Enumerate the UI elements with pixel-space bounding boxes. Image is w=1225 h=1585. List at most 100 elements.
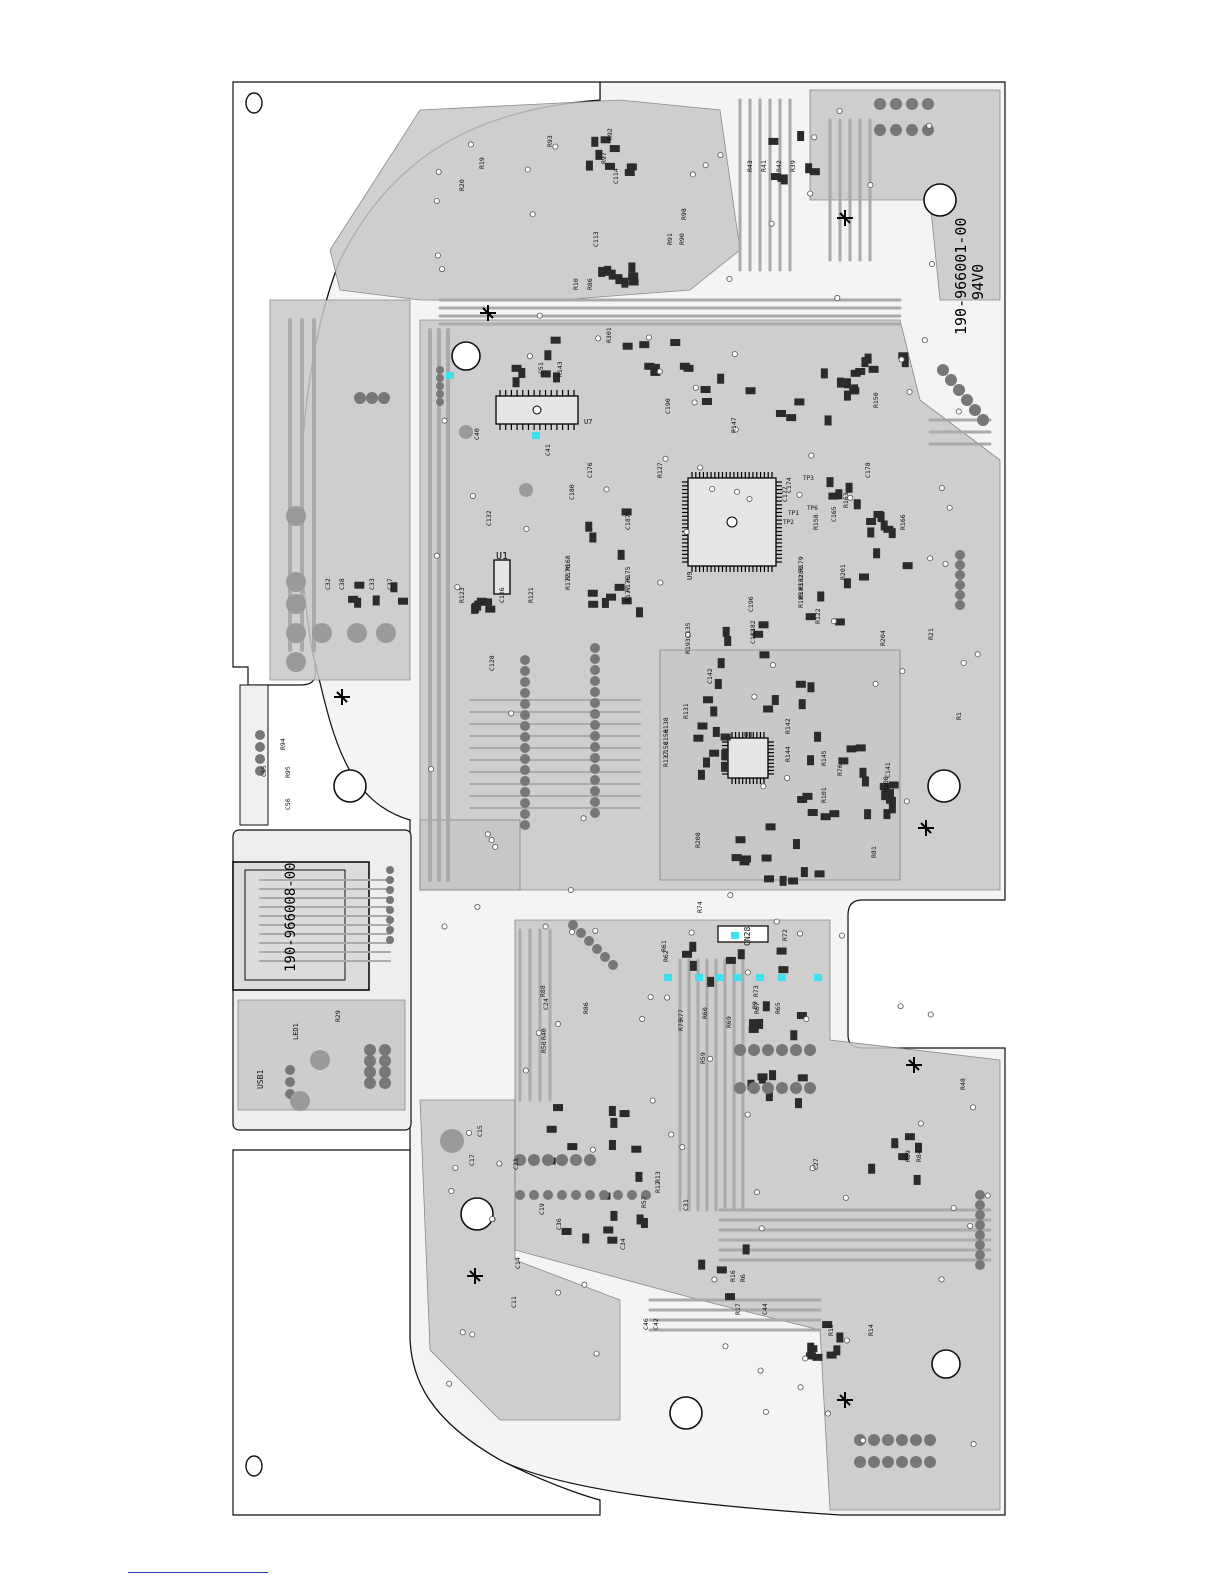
smd-pad <box>888 781 899 789</box>
via <box>960 659 967 666</box>
component-label: C36 <box>555 1218 563 1230</box>
component-label: C178 <box>864 462 872 478</box>
smd-pad <box>485 605 496 613</box>
via <box>734 488 741 495</box>
copper-pour <box>419 1099 621 1421</box>
through-hole-pad <box>386 896 394 904</box>
smd-pad <box>753 630 764 638</box>
component-label: R76 <box>836 764 844 776</box>
via <box>809 1165 816 1172</box>
via <box>707 1055 714 1062</box>
smd-pad <box>853 499 861 510</box>
component-label: R57 <box>640 1196 648 1208</box>
through-hole-pad <box>364 1044 376 1056</box>
via <box>955 310 962 317</box>
component-label: C142 <box>706 668 714 684</box>
through-hole-pad <box>975 1210 985 1220</box>
through-hole-pad <box>576 928 586 938</box>
smd-pad <box>588 600 599 608</box>
through-hole-pad <box>590 742 600 752</box>
via <box>467 141 474 148</box>
component-label: R183 <box>797 583 805 599</box>
smd-pad <box>615 274 623 285</box>
through-hole-pad <box>585 1190 595 1200</box>
via <box>692 384 699 391</box>
component-label: R9 <box>751 1001 759 1009</box>
via <box>802 1355 809 1362</box>
copper-pour <box>419 819 521 891</box>
smd-pad <box>607 1236 618 1244</box>
component-label: C56 <box>284 798 292 810</box>
via <box>465 1129 472 1136</box>
through-hole-pad <box>590 687 600 697</box>
large-pad <box>459 425 473 439</box>
smd-pad <box>689 941 697 952</box>
via <box>969 1104 976 1111</box>
via <box>523 525 530 532</box>
component-label: C158 <box>662 741 670 757</box>
via <box>433 197 440 204</box>
smd-pad <box>867 527 875 538</box>
smd-pad <box>390 582 398 593</box>
through-hole-pad <box>906 98 918 110</box>
component-label: C141 <box>884 762 892 778</box>
through-hole-pad <box>590 698 600 708</box>
smd-pad <box>703 696 714 704</box>
smd-pad <box>731 854 742 862</box>
smd-pad <box>725 956 736 964</box>
through-hole-pad <box>386 936 394 944</box>
component-label: R39 <box>789 160 797 172</box>
through-hole-pad <box>255 730 265 740</box>
smd-pad <box>582 1233 590 1244</box>
rail-hole <box>245 1455 263 1477</box>
through-hole-pad <box>790 1044 802 1056</box>
smd-pad <box>835 489 843 500</box>
component-label: R16 <box>729 1270 737 1282</box>
smd-pad <box>838 757 849 765</box>
component-label: R1 <box>955 712 963 720</box>
via <box>797 930 804 937</box>
component-label: R95 <box>284 766 292 778</box>
component-label: C17 <box>468 1154 476 1166</box>
smd-pad <box>348 595 359 603</box>
component-label: R59 <box>699 1052 707 1064</box>
via <box>834 295 841 302</box>
smd-pad <box>770 173 781 181</box>
footer-link-underline[interactable] <box>128 1572 268 1573</box>
via <box>542 923 549 930</box>
component-label: C55 <box>260 765 268 777</box>
smd-pad <box>697 769 705 780</box>
component-label: R158 <box>812 514 820 530</box>
component-label: C165 <box>830 506 838 522</box>
via <box>927 555 934 562</box>
smd-pad <box>552 372 560 383</box>
via <box>435 168 442 175</box>
component-label: R101 <box>820 787 828 803</box>
smd-pad <box>851 384 859 395</box>
smd-pad <box>614 583 625 591</box>
via <box>555 1021 562 1028</box>
through-hole-pad <box>599 1190 609 1200</box>
smd-pad <box>843 378 851 389</box>
smd-pad <box>914 1142 922 1153</box>
via <box>744 969 751 976</box>
component-label: R67 <box>753 1002 761 1014</box>
through-hole-pad <box>945 374 957 386</box>
via <box>751 693 758 700</box>
smd-pad <box>877 512 885 523</box>
via <box>439 266 446 273</box>
smd-pad <box>904 1133 915 1141</box>
component-label: R48 <box>959 1078 967 1090</box>
through-hole-pad <box>285 1077 295 1087</box>
large-pad <box>440 1129 464 1153</box>
ic-label-u1: U1 <box>496 551 508 562</box>
via <box>595 335 602 342</box>
smd-pad <box>735 836 746 844</box>
smd-pad <box>598 266 606 277</box>
through-hole-pad <box>975 1220 985 1230</box>
component-label: C14 <box>514 1257 522 1269</box>
smd-pad <box>822 1321 833 1329</box>
via <box>921 337 928 344</box>
copper-pour <box>809 89 1001 301</box>
smd-pad <box>717 658 725 669</box>
